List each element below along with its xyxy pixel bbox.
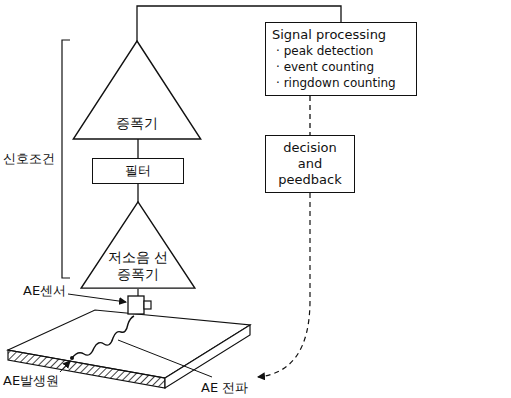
- ae-sensor: [128, 296, 144, 314]
- node-item: · peak detection: [272, 43, 410, 59]
- sensor-label: AE센서: [22, 282, 67, 300]
- source-label: AE발생원: [2, 372, 60, 390]
- node-title: 증폭기: [92, 115, 182, 132]
- filter-box: 필터: [92, 158, 184, 184]
- node-title: decision and peedback: [272, 140, 348, 188]
- ae-wave: [72, 316, 134, 358]
- source-leader: [60, 361, 70, 372]
- signal-bracket: [62, 40, 70, 278]
- sensor-leader: [68, 294, 126, 302]
- preamp-triangle: 저소음 선증폭기: [80, 201, 196, 289]
- ae-source: [70, 356, 74, 360]
- node-title: Signal processing: [272, 27, 410, 43]
- wave-label: AE 전파: [200, 379, 249, 397]
- node-title: 필터: [99, 163, 177, 179]
- node-item: · event counting: [272, 59, 410, 75]
- connector: [309, 96, 310, 135]
- sensor-connector: [144, 301, 151, 309]
- decision-box: decision and peedback: [265, 135, 355, 193]
- node-title: 저소음 선증폭기: [106, 249, 170, 283]
- signal-processing-box: Signal processing· peak detection· event…: [265, 22, 417, 96]
- connector: [137, 139, 138, 158]
- node-item: · ringdown counting: [272, 75, 410, 91]
- wave-leader: [118, 340, 212, 377]
- sensor-wire: [137, 289, 138, 296]
- amplifier-triangle: 증폭기: [72, 40, 202, 140]
- feedback-line: [258, 193, 310, 377]
- bracket-label: 신호조건: [2, 150, 56, 168]
- connector: [137, 184, 138, 202]
